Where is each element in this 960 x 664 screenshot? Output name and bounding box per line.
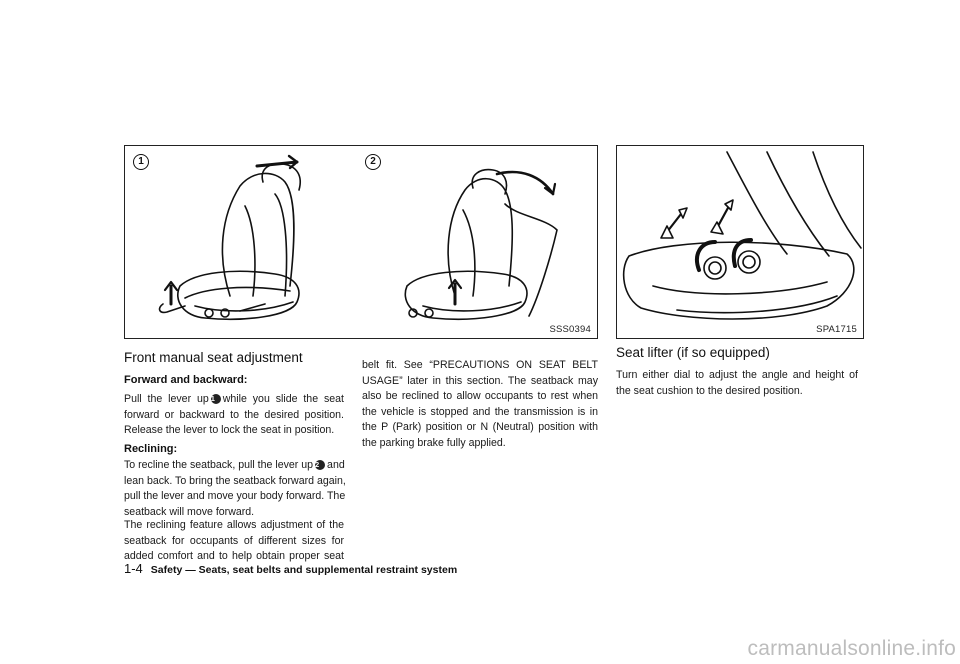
text-line: USAGE” later in this section. The seatba… xyxy=(362,374,598,387)
watermark: carmanualsonline.info xyxy=(747,637,956,660)
text-line: The reclining feature allows adjustment … xyxy=(124,519,344,531)
seat-illustration xyxy=(158,154,558,321)
marker-2: 2 xyxy=(315,460,326,470)
text-line: forward or backward to the desired posit… xyxy=(124,408,344,421)
text-line: also be reclined to allow occupants to r… xyxy=(362,390,598,403)
marker-1: 1 xyxy=(131,154,151,170)
paragraph-reclining: To recline the seatback, pull the lever … xyxy=(124,458,346,520)
text-line: pull the lever and move your body forwar… xyxy=(124,490,346,503)
subheading-forward-backward: Forward and backward: xyxy=(124,374,248,386)
text-line: the seat cushion to the desired position… xyxy=(616,384,803,397)
subheading-reclining: Reclining: xyxy=(124,443,178,455)
figure-seat-adjustment: 1 2 SSS0394 xyxy=(124,145,598,339)
figure-code: SPA1715 xyxy=(816,324,857,335)
text-line: the parking brake fully applied. xyxy=(362,436,506,449)
marker-2: 2 xyxy=(363,154,383,170)
text-line: added comfort and to help obtain proper … xyxy=(124,550,344,563)
text-line: seatback for occupants of different size… xyxy=(124,534,344,547)
page-footer: 1-4 Safety — Seats, seat belts and supple… xyxy=(124,561,457,576)
section-title: Safety — Seats, seat belts and supplemen… xyxy=(150,564,458,576)
text-line: Turn either dial to adjust the angle and… xyxy=(616,369,858,381)
text-line: the vehicle is stopped and the transmiss… xyxy=(362,405,598,418)
paragraph-continued: belt fit. See “PRECAUTIONS ON SEAT BELT … xyxy=(362,358,598,452)
text-line: Release the lever to lock the seat in po… xyxy=(124,424,335,437)
paragraph-reclining-feature: The reclining feature allows adjustment … xyxy=(124,518,344,565)
marker-1: 1 xyxy=(210,394,221,404)
text-line: the P (Park) position or N (Neutral) pos… xyxy=(362,421,598,434)
text-line: lean back. To bring the seatback forward… xyxy=(124,474,346,487)
seat-lifter-illustration xyxy=(622,151,862,320)
figure-seat-lifter: SPA1715 xyxy=(616,145,864,339)
section-heading-seat-lifter: Seat lifter (if so equipped) xyxy=(616,345,770,360)
figure-code: SSS0394 xyxy=(549,324,591,335)
text-line: belt fit. See “PRECAUTIONS ON SEAT BELT xyxy=(362,359,598,371)
section-heading: Front manual seat adjustment xyxy=(124,350,303,365)
paragraph-seat-lifter: Turn either dial to adjust the angle and… xyxy=(616,368,858,399)
page-number: 1-4 xyxy=(124,561,143,576)
text-line: To recline the seatback, pull the lever … xyxy=(124,459,345,471)
text-line: seatback will move forward. xyxy=(124,505,255,518)
